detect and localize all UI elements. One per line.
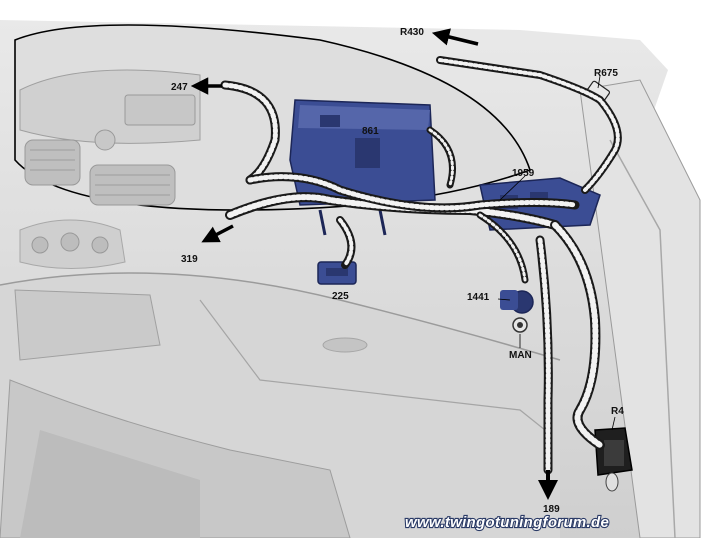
connector-225 (317, 261, 357, 285)
label-man: MAN (509, 350, 532, 361)
ground-point-man (512, 317, 528, 333)
label-225: 225 (332, 291, 349, 302)
arrows (190, 28, 558, 500)
label-189: 189 (543, 504, 560, 515)
label-1959: 1959 (512, 168, 535, 179)
label-r675: R675 (594, 68, 618, 79)
watermark-text: www.twingotuningforum.de (405, 514, 609, 531)
label-247: 247 (171, 82, 188, 93)
component-861 (289, 99, 436, 236)
air-vent-center (89, 164, 176, 206)
label-r4: R4 (611, 406, 624, 417)
callout-labels: R430 R675 247 861 1959 319 225 1441 MAN … (171, 27, 624, 515)
label-861: 861 (362, 126, 379, 137)
knob-group (31, 232, 109, 254)
label-319: 319 (181, 254, 198, 265)
connector-1441 (500, 290, 534, 314)
label-1441: 1441 (467, 292, 490, 303)
leader-lines (497, 75, 616, 431)
arrow-r430 (431, 28, 479, 46)
air-vent-left (24, 139, 81, 186)
arrow-319 (201, 224, 234, 243)
label-r430: R430 (400, 27, 424, 38)
connector-r4 (594, 427, 633, 492)
wiring-harness (220, 56, 622, 475)
